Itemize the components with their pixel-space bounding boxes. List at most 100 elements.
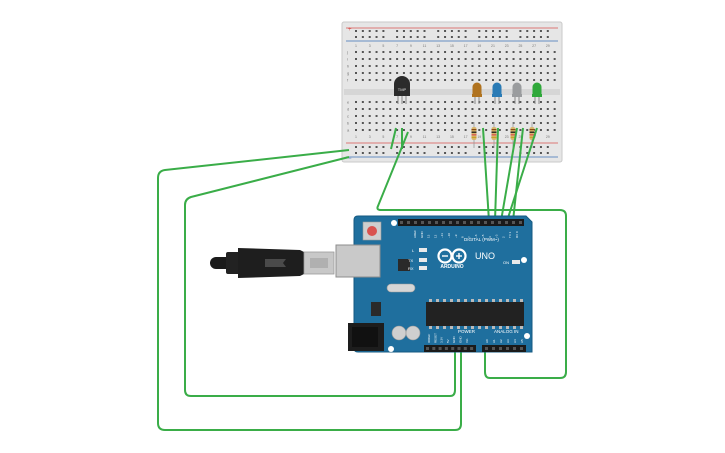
- terminal-hole: [437, 108, 440, 110]
- analog-pins-label: ANALOG IN: [494, 329, 519, 334]
- terminal-hole: [444, 72, 447, 74]
- terminal-hole: [382, 122, 385, 124]
- ic-pin: [492, 326, 495, 329]
- terminal-hole: [478, 122, 481, 124]
- usb-chip: [398, 259, 410, 271]
- terminal-hole: [478, 108, 481, 110]
- terminal-hole: [505, 65, 508, 67]
- terminal-hole: [389, 79, 392, 81]
- terminal-hole: [382, 108, 385, 110]
- terminal-hole: [437, 79, 440, 81]
- terminal-hole: [409, 122, 412, 124]
- header-hole: [435, 221, 438, 224]
- led-group: [472, 82, 542, 104]
- column-number: 13: [436, 44, 440, 48]
- wire-led-1: [482, 127, 490, 222]
- terminal-hole: [382, 65, 385, 67]
- terminal-hole: [478, 79, 481, 81]
- terminal-hole: [450, 101, 453, 103]
- rail-hole: [539, 146, 542, 148]
- terminal-hole: [450, 79, 453, 81]
- terminal-hole: [546, 122, 549, 124]
- terminal-hole: [444, 58, 447, 60]
- ic-pin: [429, 326, 432, 329]
- rail-hole: [505, 146, 508, 148]
- terminal-hole: [402, 51, 405, 53]
- rail-hole: [526, 152, 529, 154]
- rail-hole: [519, 36, 522, 38]
- resistor-group: [471, 122, 535, 148]
- terminal-hole: [546, 72, 549, 74]
- wire-sensor-vcc: [390, 127, 397, 150]
- rail-hole: [533, 146, 536, 148]
- rail-hole: [546, 30, 549, 32]
- rail-hole: [505, 36, 508, 38]
- terminal-hole: [498, 58, 501, 60]
- column-number: 21: [491, 44, 495, 48]
- terminal-hole: [492, 58, 494, 60]
- resistor-band: [471, 131, 477, 133]
- ic-pin: [471, 299, 474, 302]
- ic-pin: [506, 299, 509, 302]
- rail-plus-label: +: [348, 27, 352, 33]
- terminal-hole: [402, 72, 405, 74]
- rail-hole: [457, 152, 460, 154]
- terminal-hole: [539, 65, 542, 67]
- terminal-hole: [512, 72, 515, 74]
- terminal-hole: [498, 101, 501, 103]
- terminal-hole: [457, 115, 460, 117]
- row-letter: d: [347, 107, 349, 112]
- digital-pin-label: 8: [461, 236, 465, 238]
- column-number: 11: [423, 135, 427, 139]
- terminal-hole: [361, 79, 364, 81]
- terminal-hole: [498, 108, 501, 110]
- terminal-hole: [355, 108, 357, 110]
- terminal-hole: [553, 51, 556, 53]
- header-hole: [492, 347, 495, 350]
- terminal-hole: [396, 108, 399, 110]
- led-green: [532, 82, 542, 95]
- terminal-hole: [416, 58, 419, 60]
- led-rx-indicator: [419, 266, 427, 270]
- terminal-hole: [492, 65, 494, 67]
- rail-hole: [457, 36, 460, 38]
- row-letter: a: [347, 128, 350, 133]
- column-number: 29: [546, 135, 550, 139]
- column-number: 7: [396, 135, 398, 139]
- power-header: [424, 345, 476, 352]
- analog-pin-label: A3: [506, 339, 510, 343]
- terminal-hole: [546, 108, 549, 110]
- rail-hole: [402, 152, 405, 154]
- row-letter: b: [347, 121, 350, 126]
- header-hole: [519, 221, 522, 224]
- rail-hole: [416, 36, 419, 38]
- terminal-hole: [464, 72, 467, 74]
- terminal-hole: [409, 51, 412, 53]
- terminal-hole: [444, 122, 447, 124]
- power-pin-label: RESET: [433, 333, 437, 343]
- rail-hole: [409, 152, 412, 154]
- arduino-model: UNO: [475, 251, 495, 261]
- terminal-hole: [444, 51, 447, 53]
- usb-logo-icon: [265, 259, 286, 267]
- terminal-hole: [485, 115, 488, 117]
- rail-hole: [361, 36, 364, 38]
- terminal-hole: [526, 108, 529, 110]
- reset-button-cap[interactable]: [367, 226, 377, 236]
- rail-hole: [464, 30, 467, 32]
- rail-hole: [361, 152, 364, 154]
- digital-pin-label: TX 1: [508, 231, 512, 238]
- terminal-hole: [368, 58, 371, 60]
- ic-pin: [485, 299, 488, 302]
- ic-pin: [450, 299, 453, 302]
- row-letter: h: [347, 64, 349, 69]
- rail-hole: [485, 36, 488, 38]
- led-label-l: L: [412, 248, 415, 253]
- terminal-hole: [471, 51, 474, 53]
- rail-hole: [396, 36, 399, 38]
- terminal-hole: [533, 72, 536, 74]
- rail-hole: [505, 152, 508, 154]
- terminal-hole: [553, 101, 556, 103]
- terminal-hole: [519, 101, 522, 103]
- rail-hole: [382, 146, 385, 148]
